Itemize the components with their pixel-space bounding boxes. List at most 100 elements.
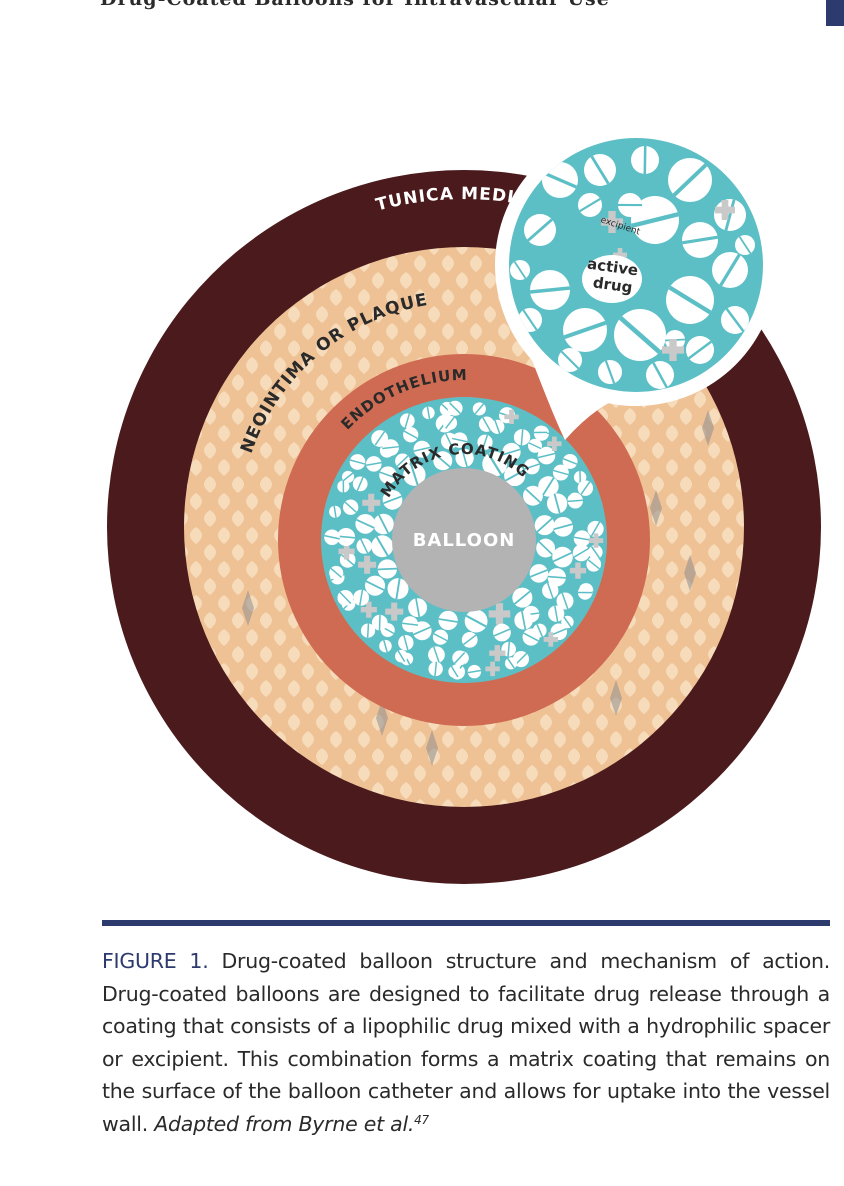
- drug-pill-score: [538, 540, 553, 556]
- drug-pill-score: [359, 589, 364, 606]
- drug-pill-score: [523, 632, 539, 642]
- drug-pill-score: [395, 578, 401, 600]
- drug-pill-score: [724, 199, 736, 231]
- drug-pill-score: [360, 538, 369, 554]
- drug-pill-score: [374, 431, 386, 446]
- drug-pill-score: [560, 350, 580, 370]
- drug-pill-score: [652, 362, 668, 388]
- running-head: Drug-Coated Balloons for Intravascular U…: [100, 0, 610, 10]
- balloon-label: BALLOON: [413, 530, 516, 551]
- drug-pill-score: [514, 652, 528, 666]
- active-drug-badge: active drug: [582, 255, 642, 303]
- drug-pill-score: [379, 471, 397, 479]
- plaque-deposits: [242, 410, 714, 766]
- excipient-particle: [485, 661, 500, 677]
- drug-pill-score: [402, 622, 419, 626]
- drug-pill-score: [413, 626, 432, 636]
- active-drug-label-line2: drug: [592, 273, 634, 296]
- drug-pill-score: [554, 605, 559, 622]
- excipient-particle: [547, 436, 562, 451]
- drug-pill-score: [590, 155, 610, 185]
- excipient-particle: [360, 601, 377, 618]
- drug-pill-score: [604, 360, 616, 384]
- drug-pill-score: [513, 261, 527, 279]
- drug-pill-score: [383, 639, 388, 653]
- drug-pill-score: [590, 521, 601, 537]
- page-corner-tab: [826, 0, 844, 26]
- drug-pill-score: [339, 591, 352, 605]
- drug-pill-score: [451, 437, 468, 443]
- drug-pill-score: [366, 461, 382, 466]
- drug-pill-score: [355, 518, 375, 529]
- drug-pill-score: [413, 446, 431, 452]
- drug-pill-score: [573, 547, 589, 558]
- drug-pill-score: [618, 316, 662, 354]
- drug-pill-score: [336, 535, 356, 539]
- drug-pill-score: [580, 481, 591, 495]
- figure-caption: FIGURE 1. Drug-coated balloon structure …: [102, 945, 830, 1140]
- caption-text: Drug-coated balloon structure and mechan…: [102, 949, 830, 1136]
- drug-pill-score: [397, 650, 406, 663]
- figure-label: FIGURE 1.: [102, 949, 209, 973]
- drug-pill-score: [435, 454, 451, 468]
- excipient-particle: [489, 645, 506, 662]
- drug-pill-score: [341, 554, 355, 566]
- drug-pill-score: [719, 253, 741, 287]
- drug-pill-score: [445, 433, 454, 449]
- drug-pill-score: [525, 488, 541, 504]
- drug-pill-score: [434, 661, 438, 677]
- drug-pill-score: [506, 657, 516, 669]
- drug-pill-score: [377, 567, 397, 571]
- magnified-coating-inset: active drug excipient: [495, 124, 777, 440]
- drug-pill-score: [524, 463, 540, 470]
- drug-pill-score: [550, 627, 567, 636]
- excipient-particle: [601, 211, 623, 233]
- drug-pill-score: [382, 495, 403, 505]
- drug-pill-score: [514, 590, 531, 605]
- drug-pill-score: [587, 559, 600, 570]
- drug-pill-score: [410, 463, 419, 486]
- drug-pill-score: [529, 286, 571, 294]
- drug-pill-score: [573, 536, 591, 541]
- caption-attribution: Adapted from Byrne et al.: [154, 1111, 415, 1136]
- drug-pill-score: [356, 476, 364, 491]
- excipient-particle: [588, 533, 604, 548]
- drug-pill-score: [567, 499, 584, 503]
- drug-pill-score: [403, 430, 418, 440]
- matrix-drug-particles: [324, 400, 604, 680]
- drug-pill-score: [349, 459, 366, 465]
- drug-pill-score: [536, 517, 553, 533]
- drug-coated-balloon-diagram: BALLOON TUNICA MEDIA NEOINTIMA OR PLAQUE…: [107, 124, 821, 884]
- drug-pill-score: [507, 641, 511, 657]
- drug-pill-score: [738, 236, 752, 254]
- drug-pill-score: [552, 469, 569, 476]
- drug-pill-score: [553, 493, 561, 514]
- drug-pill-score: [462, 634, 477, 646]
- drug-pill-score: [375, 536, 389, 557]
- excipient-particle: [569, 562, 587, 579]
- drug-pill-score: [536, 623, 544, 638]
- drug-pill-score: [552, 551, 573, 563]
- drug-pill-score: [454, 652, 466, 664]
- excipient-particle: [488, 603, 511, 625]
- drug-pill-score: [467, 669, 482, 674]
- balloon-core: [392, 468, 536, 612]
- caption-divider: [102, 920, 830, 926]
- drug-pill-score: [403, 635, 409, 651]
- drug-pill-score: [449, 402, 461, 415]
- drug-pill-score: [529, 569, 548, 578]
- drug-pill-score: [344, 501, 357, 513]
- drug-pill-score: [546, 582, 554, 599]
- excipient-particle: [385, 602, 404, 621]
- drug-pill-score: [433, 646, 440, 663]
- drug-pill-score: [631, 212, 679, 228]
- drug-pill-score: [561, 592, 569, 610]
- drug-pill-score: [396, 455, 409, 467]
- drug-pill-score: [725, 308, 745, 332]
- inset-drug-particles: [510, 145, 755, 389]
- excipient-particle: [358, 555, 377, 574]
- drug-pill-score: [502, 448, 521, 456]
- drug-pill-score: [378, 514, 390, 534]
- drug-pill-score: [324, 534, 340, 540]
- excipient-particle: [543, 632, 559, 647]
